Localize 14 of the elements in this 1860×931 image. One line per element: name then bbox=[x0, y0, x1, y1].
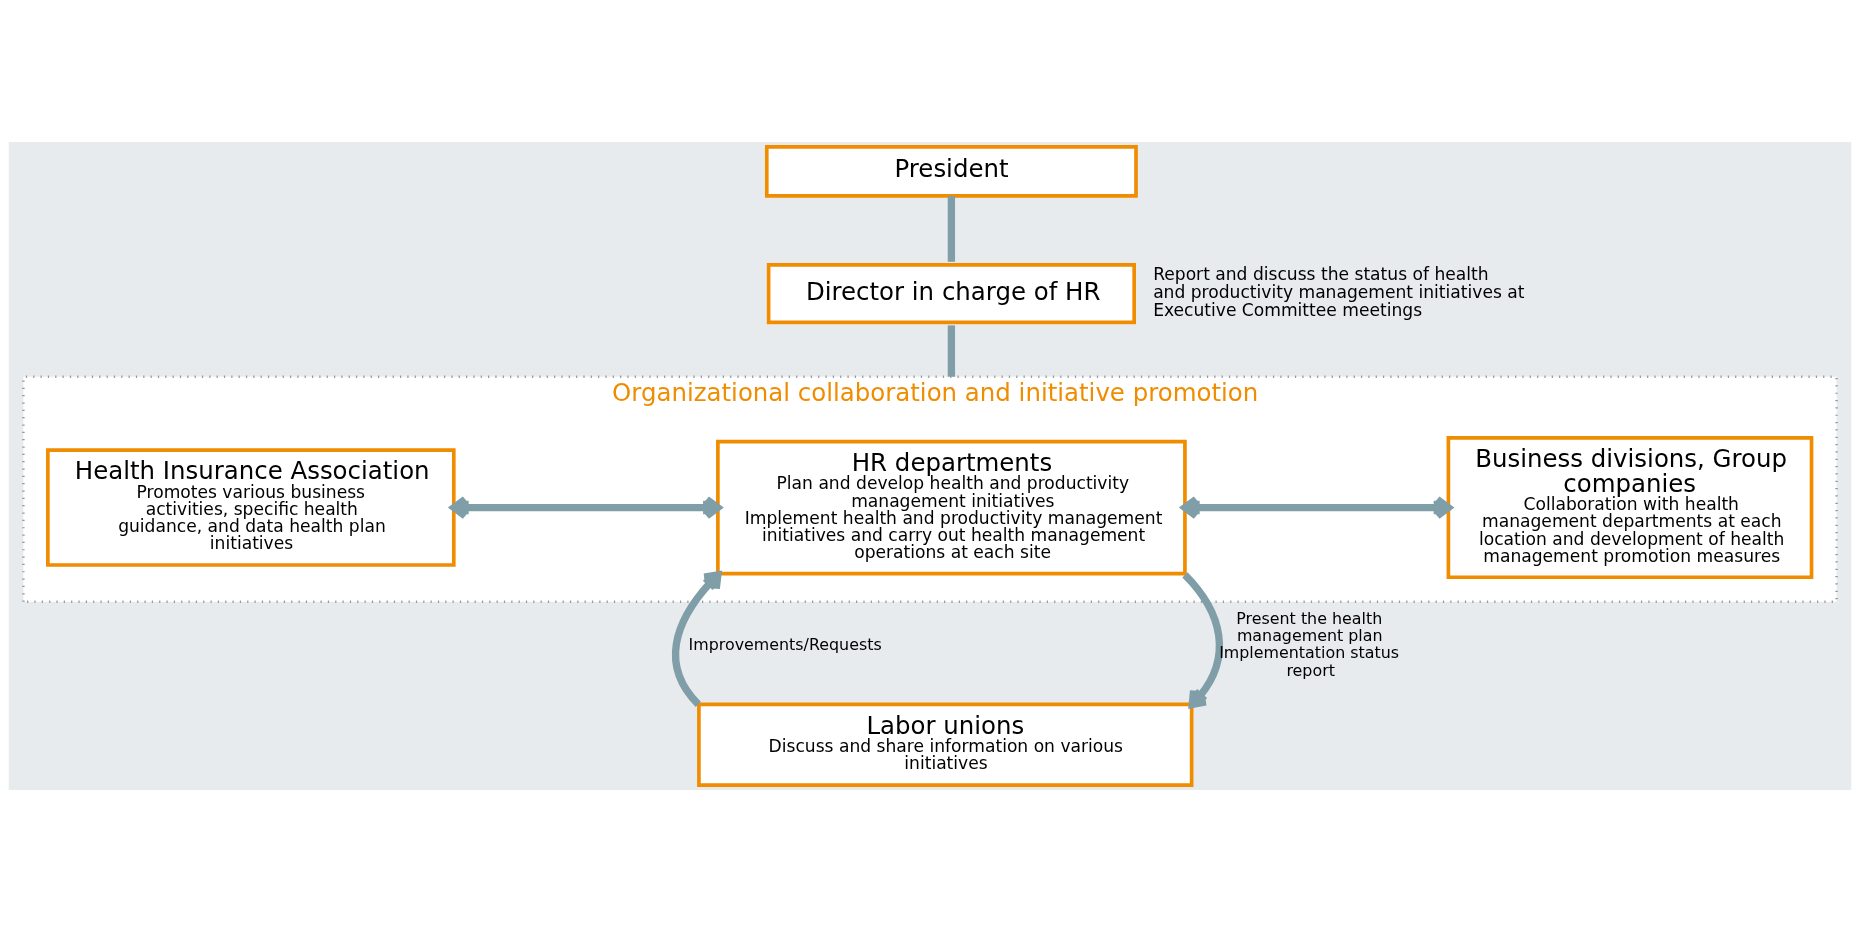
connector bbox=[947, 324, 956, 377]
edge-label: Improvements/Requests bbox=[688, 634, 882, 654]
arrow bbox=[671, 570, 722, 707]
node-box: Labor unions Discuss and share information on various initiatives bbox=[697, 702, 1194, 787]
edge-label: Present the health management plan Implementation status report bbox=[1219, 608, 1400, 680]
arrow bbox=[450, 495, 722, 519]
node-box: Health Insurance Association Promotes various business activities, specific health guidance, and data health plan initiatives bbox=[46, 447, 456, 567]
node-box: President bbox=[764, 144, 1138, 198]
node-box: Business divisions, Group companies Collaboration with health management departments at each location and development of health management promotion measures bbox=[1446, 435, 1814, 579]
arrow bbox=[1181, 495, 1453, 519]
node-label: Report and discuss the status of health and productivity management initiatives at Executive Committee meetings bbox=[1153, 263, 1525, 320]
node-box: HR departments Plan and develop health and productivity management initiatives Implement health and productivity management initiatives and carry out health management operations at each site bbox=[716, 439, 1187, 575]
connector bbox=[947, 195, 956, 262]
arrow bbox=[1182, 571, 1224, 708]
